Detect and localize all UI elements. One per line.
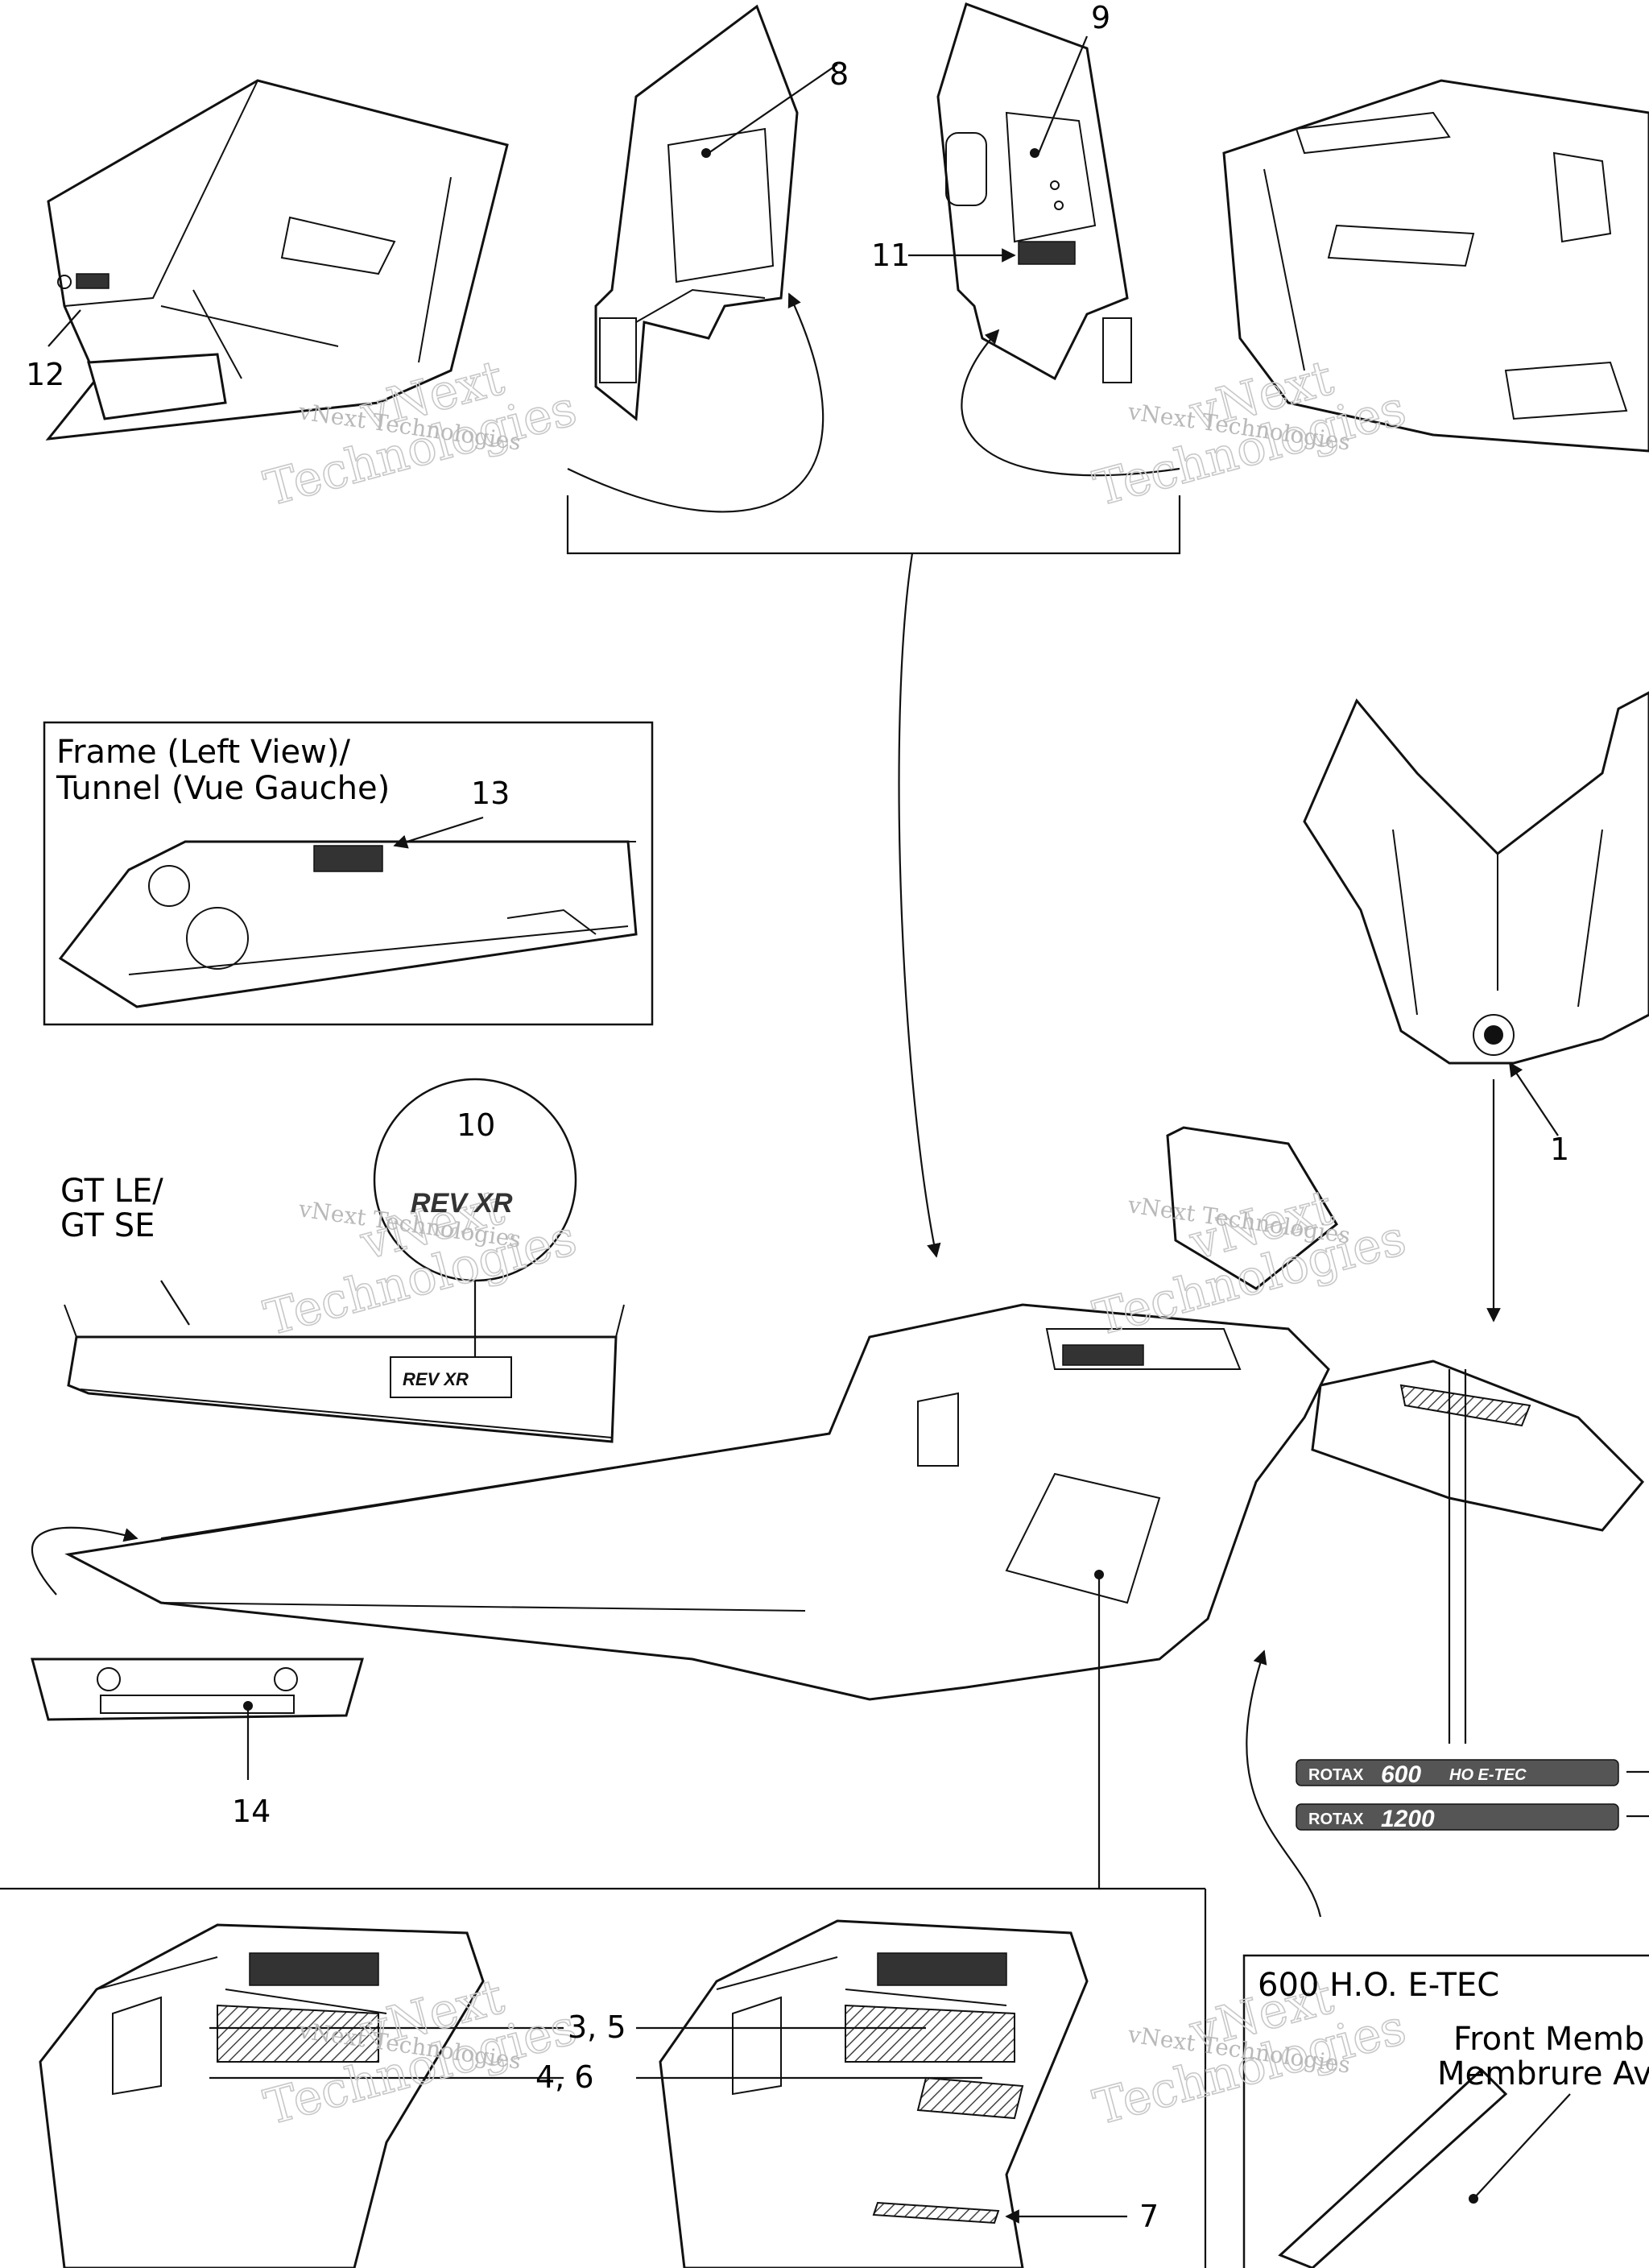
frame-box-title-1: Frame (Left View)/ [56,734,350,771]
callout-9: 9 [1091,0,1110,35]
rotax-600-suffix: HO E-TEC [1449,1766,1527,1784]
left-side-panel [45,79,509,441]
rotax-1200-model: 1200 [1381,1806,1435,1832]
callout-8: 8 [829,56,849,92]
left-inner-panel [594,4,799,421]
right-side-panel [1222,79,1649,453]
etec-box [1242,1954,1649,2268]
bottom-right-side-panel [659,1919,1089,2268]
callout-10: 10 [457,1107,495,1143]
gt-label-2: GT SE [60,1207,155,1244]
callout-7: 7 [1139,2199,1159,2234]
callout-1: 1 [1550,1132,1569,1167]
rotax-1200-decal [1296,1803,1649,1831]
rotax-1200-label: ROTAX [1308,1811,1364,1828]
callout-4-6: 4, 6 [535,2059,594,2095]
gt-label-1: GT LE/ [60,1173,163,1210]
etec-box-title: 600 H.O. E-TEC [1258,1967,1499,2004]
callout-11: 11 [871,238,910,273]
callout-14: 14 [232,1794,271,1829]
rev-xr-tunnel-decal: REV XR [403,1369,469,1389]
frame-box-title-2: Tunnel (Vue Gauche) [56,770,390,807]
front-member-1: Front Memb [1453,2021,1644,2058]
rear-flap [31,1658,364,1721]
callout-12: 12 [26,357,64,392]
rotax-600-decal [1296,1759,1649,1786]
watermark-group: vNext Technologies vNext Technologies vN… [258,349,1411,2137]
windshield [1303,691,1649,1065]
callout-13: 13 [471,776,510,811]
bottom-left-side-panel [39,1923,485,2268]
front-member-2: Membrure Av [1437,2055,1649,2092]
gt-tunnel-decal [64,1078,625,1443]
callout-3-5: 3, 5 [568,2009,626,2045]
rev-xr-zoom-decal: REV XR [411,1188,513,1219]
right-inner-panel [936,2,1132,383]
rotax-600-model: 600 [1381,1761,1421,1788]
frame-left-view-box [43,721,654,1026]
rotax-600-label: ROTAX [1308,1766,1364,1784]
